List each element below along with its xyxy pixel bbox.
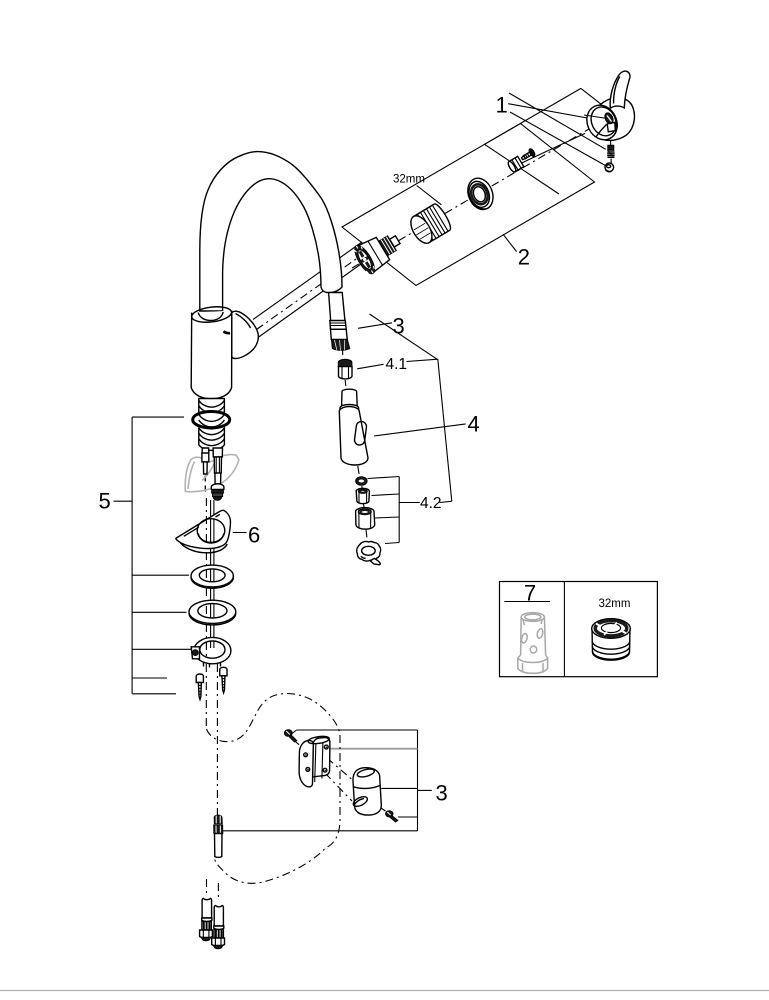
- svg-text:3: 3: [393, 314, 405, 339]
- svg-text:6: 6: [248, 523, 260, 548]
- svg-text:4.2: 4.2: [420, 495, 442, 512]
- svg-text:7: 7: [524, 581, 536, 606]
- svg-text:32mm: 32mm: [393, 174, 425, 186]
- svg-text:5: 5: [99, 489, 111, 514]
- svg-text:4.1: 4.1: [386, 356, 408, 373]
- svg-text:4: 4: [468, 412, 480, 437]
- svg-text:2: 2: [518, 245, 530, 270]
- svg-text:1: 1: [496, 93, 508, 118]
- svg-text:3: 3: [436, 781, 448, 806]
- svg-text:32mm: 32mm: [599, 598, 631, 610]
